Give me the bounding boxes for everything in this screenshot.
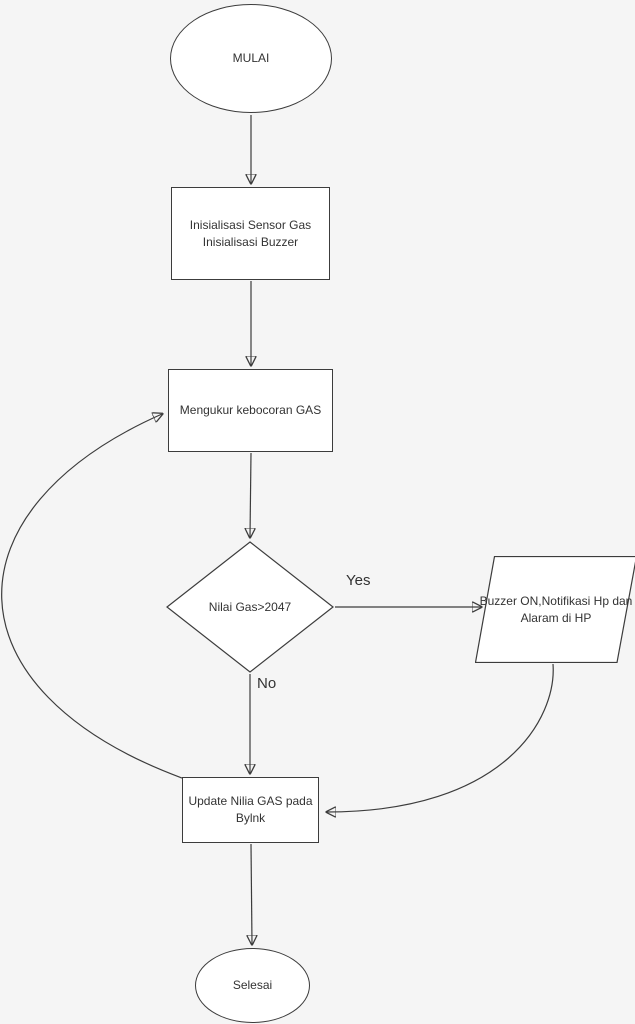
node-measure-label: Mengukur kebocoran GAS	[179, 403, 322, 418]
edge-update-measure-loop	[1, 414, 183, 779]
node-start-terminator: MULAI	[170, 4, 332, 113]
edge-label-no: No	[257, 675, 277, 692]
edge-measure-decision	[250, 452, 251, 537]
node-init-label-line2: Inisialisasi Buzzer	[202, 234, 299, 249]
node-update-label-line1: Update Nilia GAS pada	[188, 794, 313, 809]
edge-label-yes: Yes	[346, 572, 371, 589]
edge-buzzer-update	[327, 663, 554, 812]
parallelogram-shape	[475, 556, 635, 663]
edge-update-end	[251, 843, 252, 944]
node-buzzer-label-line2: Alaram di HP	[520, 610, 592, 625]
node-init-label-line1: Inisialisasi Sensor Gas	[189, 217, 312, 232]
node-end-label: Selesai	[232, 978, 273, 993]
node-decision-diamond: Nilai Gas>2047	[166, 541, 334, 673]
node-buzzer-parallelogram: Buzzer ON,Notifikasi Hp dan Alaram di HP	[475, 556, 635, 663]
node-buzzer-label-line1: Buzzer ON,Notifikasi Hp dan	[479, 593, 633, 608]
node-start-label: MULAI	[232, 51, 270, 66]
node-init-process: Inisialisasi Sensor Gas Inisialisasi Buz…	[171, 187, 330, 280]
node-measure-process: Mengukur kebocoran GAS	[168, 369, 333, 452]
node-update-label-line2: Bylnk	[235, 811, 266, 825]
node-decision-label: Nilai Gas>2047	[208, 599, 292, 614]
diamond-shape	[166, 541, 334, 673]
node-end-terminator: Selesai	[195, 948, 310, 1023]
node-update-process: Update Nilia GAS pada Bylnk	[182, 777, 319, 843]
